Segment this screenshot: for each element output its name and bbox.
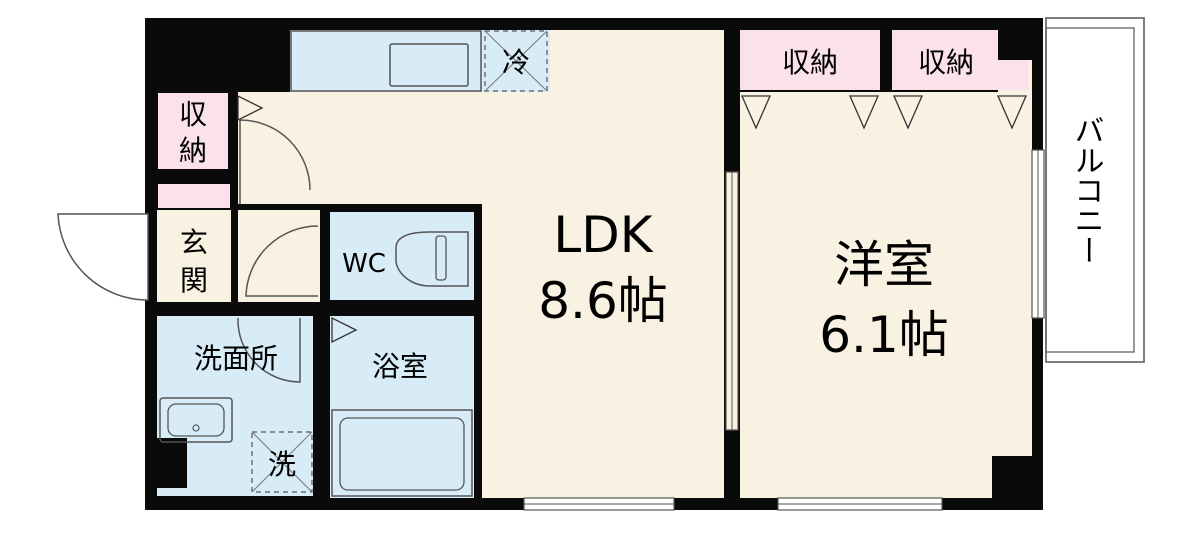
bathtub bbox=[331, 409, 473, 497]
wash-basin bbox=[159, 397, 233, 443]
bath-floor bbox=[330, 316, 474, 498]
western-room-floor bbox=[740, 60, 1032, 498]
kitchen-counter bbox=[290, 30, 482, 92]
storage-top1-area bbox=[740, 30, 880, 90]
kitchen-sink bbox=[389, 43, 469, 87]
ldk-hall-door bbox=[239, 119, 311, 204]
ldk-size: 8.6帖 bbox=[538, 272, 668, 330]
bath-label: 浴室 bbox=[372, 350, 428, 383]
western-room-size: 6.1帖 bbox=[819, 306, 949, 364]
entrance-label-bottom: 関 bbox=[180, 264, 208, 297]
entrance-shelf-area bbox=[158, 184, 230, 208]
wc-label: WC bbox=[342, 249, 386, 279]
entrance-label-top: 玄 bbox=[180, 226, 208, 259]
storage-left-area bbox=[158, 93, 228, 169]
closet-door-marks bbox=[237, 94, 1027, 344]
fridge-label: 冷 bbox=[502, 46, 530, 79]
entrance-hall-floor bbox=[238, 210, 320, 302]
toilet bbox=[395, 231, 469, 287]
storage-top1-label: 収納 bbox=[782, 46, 838, 79]
storage-top2-label: 収納 bbox=[918, 46, 974, 79]
balcony bbox=[1045, 17, 1145, 363]
ldk-label: LDK bbox=[553, 206, 653, 264]
washroom-label: 洗面所 bbox=[194, 342, 278, 375]
washer-label: 洗 bbox=[268, 448, 296, 481]
ldk-floor bbox=[238, 30, 724, 498]
western-room-label: 洋室 bbox=[834, 236, 934, 294]
wc-door bbox=[245, 225, 319, 297]
balcony-label: バルコニー bbox=[1069, 115, 1104, 265]
entrance-door bbox=[57, 213, 149, 301]
entrance-floor bbox=[157, 210, 231, 302]
storage-left-top: 収 bbox=[179, 98, 207, 131]
washroom-door bbox=[237, 317, 301, 383]
storage-left-bottom: 納 bbox=[179, 134, 207, 167]
